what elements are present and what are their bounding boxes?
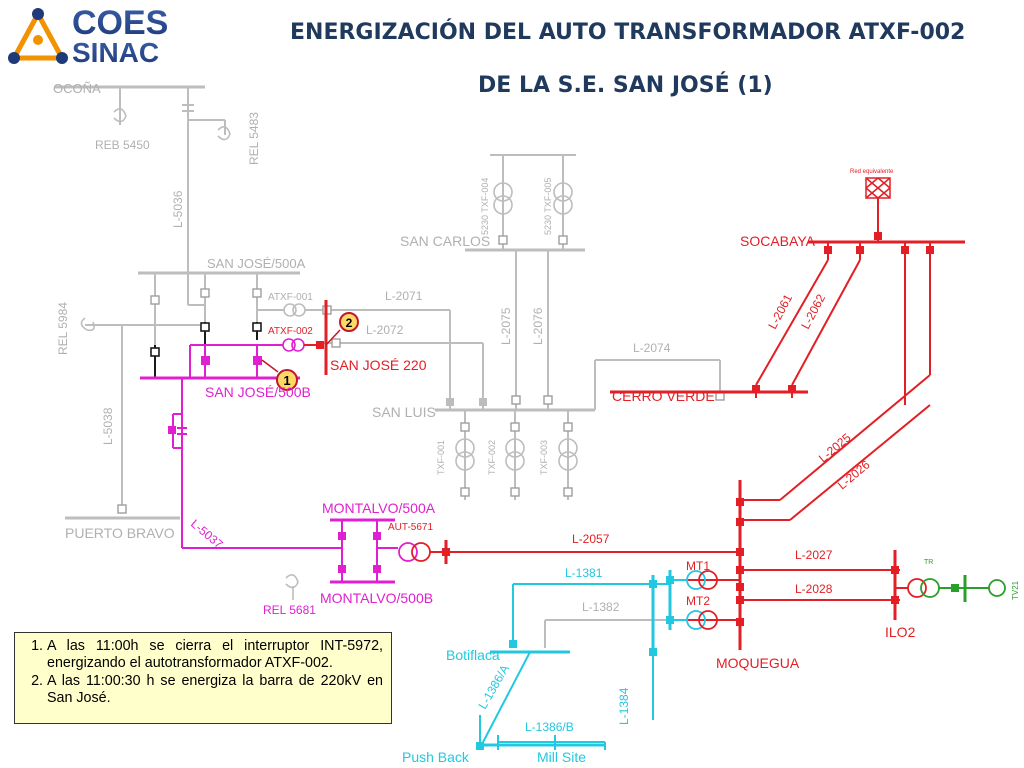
inactive-transformers (80, 108, 578, 471)
l2025-label: L-2025 (816, 430, 854, 465)
energized-220kv (304, 198, 965, 650)
txf004-label: 5230 TXF-004 (480, 178, 490, 235)
l1386a-label: L-1386/A (475, 662, 511, 711)
inactive-breakers (117, 235, 725, 514)
atxf002-label: ATXF-002 (268, 326, 313, 337)
logo-bottom-text: SINAC (72, 37, 159, 68)
gray-filled-breakers (446, 398, 487, 406)
l2057-label: L-2057 (572, 532, 610, 546)
puertobravo-label: PUERTO BRAVO (65, 525, 175, 541)
rel5681-label: REL 5681 (263, 603, 316, 617)
l2074-label: L-2074 (633, 341, 671, 355)
coes-logo: COES SINAC (8, 4, 168, 68)
notes-box: A las 11:00h se cierra el interruptor IN… (14, 632, 392, 724)
redequivalente-label: Red equivalente (850, 169, 894, 175)
marker-1-label: 1 (283, 373, 290, 388)
moquegua-label: MOQUEGUA (716, 655, 800, 671)
l5036-label: L-5036 (171, 190, 185, 228)
rel5984-label: REL 5984 (56, 302, 70, 355)
cyan-breakers (476, 576, 674, 750)
sanjose500b-label: SAN JOSÉ/500B (205, 384, 311, 400)
dark-breakers (150, 322, 262, 357)
l2071-label: L-2071 (385, 289, 423, 303)
red-breakers (316, 232, 934, 626)
inactive-network (55, 85, 721, 648)
pushback-label: Push Back (402, 749, 470, 765)
l1384-label: L-1384 (617, 687, 631, 725)
ocona-label: OCOÑA (53, 81, 101, 96)
note-1: A las 11:00h se cierra el interruptor IN… (47, 638, 383, 673)
logo-top-text: COES (72, 4, 168, 42)
botiflaca-label: Botiflaca (446, 647, 500, 663)
note-2: A las 11:00:30 h se energiza la barra de… (47, 673, 383, 708)
l1382-label: L-1382 (582, 600, 620, 614)
red-equivalente-icon (865, 177, 891, 199)
txf003-label: TXF-003 (539, 440, 549, 475)
sancarlos-label: SAN CARLOS (400, 233, 490, 249)
millsite-label: Mill Site (537, 749, 586, 765)
rel5483-label: REL 5483 (247, 112, 261, 165)
l2028-label: L-2028 (795, 582, 833, 596)
l5037-label: L-5037 (188, 517, 226, 552)
l1381-label: L-1381 (565, 566, 603, 580)
title-line-1: ENERGIZACIÓN DEL AUTO TRANSFORMADOR ATXF… (290, 20, 966, 45)
marker-2-label: 2 (346, 316, 353, 330)
sanjose220-label: SAN JOSÉ 220 (330, 357, 427, 373)
marker-1: 1 (261, 359, 298, 391)
l2075-label: L-2075 (499, 307, 513, 345)
socabaya-label: SOCABAYA (740, 233, 816, 249)
txf005-label: 5230 TXF-005 (543, 178, 553, 235)
montalvo500a-label: MONTALVO/500A (322, 500, 436, 516)
aut5671-transformer (398, 542, 431, 562)
l2072-label: L-2072 (366, 323, 404, 337)
mt2-label: MT2 (686, 594, 710, 608)
energized-500kv (140, 344, 398, 584)
l2026-label: L-2026 (835, 457, 873, 492)
txf001-label: TXF-001 (436, 440, 446, 475)
l1386b-label: L-1386/B (525, 720, 574, 734)
reb5450-label: REB 5450 (95, 138, 150, 152)
cerroverde-label: CERRO VERDE (612, 388, 715, 404)
txf002-label: TXF-002 (487, 440, 497, 475)
energized-138kv (479, 570, 688, 750)
sanluis-label: SAN LUIS (372, 404, 436, 420)
sanjose500a-label: SAN JOSÉ/500A (207, 256, 306, 271)
title-line-2: DE LA S.E. SAN JOSÉ (1) (478, 73, 773, 98)
moquegua-transformers (686, 570, 718, 630)
magenta-breakers (168, 356, 381, 573)
tv21-label: TV21 (1011, 580, 1020, 600)
magenta-transformers (282, 338, 305, 352)
l5038-label: L-5038 (101, 407, 115, 445)
tr-label: TR (924, 559, 933, 566)
l2027-label: L-2027 (795, 548, 833, 562)
marker-2: 2 (325, 312, 359, 346)
l2076-label: L-2076 (531, 307, 545, 345)
ilo2-label: ILO2 (885, 624, 916, 640)
montalvo500b-label: MONTALVO/500B (320, 590, 433, 606)
mt1-label: MT1 (686, 559, 710, 573)
ilo2-unit (907, 575, 1006, 602)
aut5671-label: AUT-5671 (388, 522, 433, 533)
atxf001-label: ATXF-001 (268, 292, 313, 303)
